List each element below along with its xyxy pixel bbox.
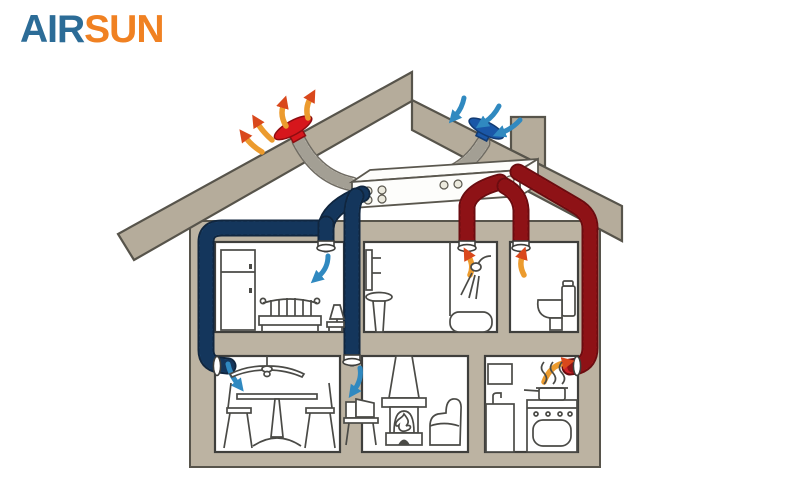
- stove: [526, 399, 578, 453]
- dining-furniture: [223, 356, 336, 449]
- chair-left: [223, 382, 253, 449]
- roof-left-slope: [116, 70, 414, 262]
- dining-table: [236, 393, 318, 447]
- fireplace: [381, 355, 427, 446]
- logo-text-sun: SUN: [84, 8, 164, 51]
- kitchen-wall-vent: [572, 355, 582, 377]
- steam-squiggles: [540, 361, 566, 385]
- tv: [343, 397, 379, 446]
- chair-right: [304, 382, 336, 449]
- toilet-extract-arrow: [515, 246, 528, 278]
- vent-collars: [212, 240, 582, 377]
- airsun-logo: AIRSUN: [20, 8, 165, 51]
- bedroom-supply-arrow: [310, 253, 331, 284]
- logo-text-air: AIR: [20, 8, 85, 51]
- dining-wall-vent: [212, 355, 222, 377]
- bedside-lamp: [326, 304, 346, 332]
- cooking-pot: [523, 387, 568, 401]
- exhaust-air-arrows: [239, 89, 316, 155]
- supply-duct-living-drop: [352, 196, 356, 358]
- wall-cabinet: [487, 363, 513, 385]
- wash-basin: [365, 291, 393, 333]
- toilet: [536, 280, 576, 331]
- living-furniture: [343, 355, 462, 446]
- ceiling-fan: [228, 356, 306, 379]
- bathroom-furniture: [365, 242, 493, 333]
- kitchen-furniture: [485, 361, 578, 453]
- bedroom-furniture: [220, 249, 346, 332]
- kitchen-sink-counter: [485, 392, 515, 453]
- bathroom-shelf: [365, 249, 373, 291]
- exhaust-roof-cap: [273, 115, 313, 144]
- bed: [258, 297, 322, 332]
- intake-air-arrows: [448, 95, 523, 138]
- shower: [449, 242, 493, 333]
- armchair: [429, 398, 462, 446]
- living-supply-arrow: [348, 365, 363, 399]
